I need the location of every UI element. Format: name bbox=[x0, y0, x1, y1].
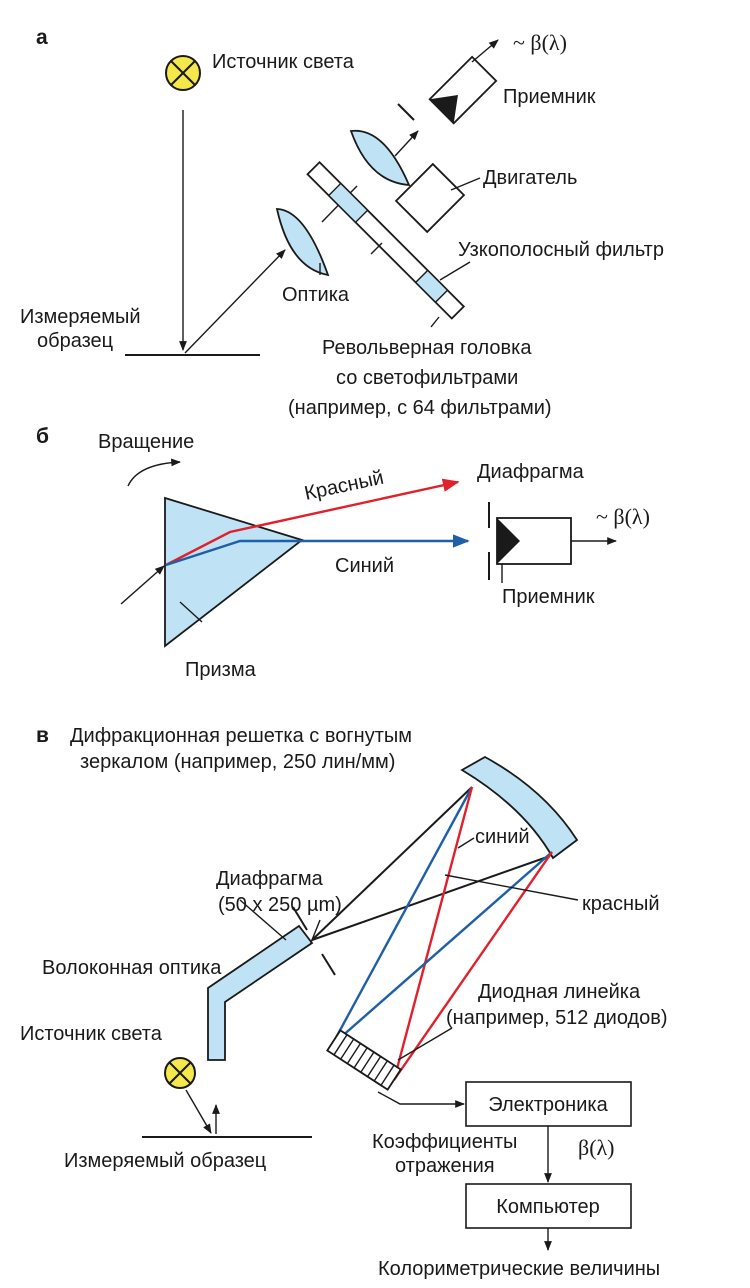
grating-label-1: Дифракционная решетка с вогнутым bbox=[70, 725, 412, 747]
red-beam-b bbox=[165, 478, 460, 567]
reflected-beam bbox=[184, 249, 286, 354]
electronics-box bbox=[465, 1081, 632, 1127]
detector-b-icon bbox=[497, 518, 520, 564]
red-label-b: Красный bbox=[302, 467, 385, 505]
blue-label-c: синий bbox=[475, 826, 530, 848]
blue-label-b: Синий bbox=[335, 555, 394, 577]
receiver-b-label: Приемник bbox=[502, 586, 595, 608]
beam-to-grating-2 bbox=[311, 855, 551, 941]
head-label-3: (например, с 64 фильтрами) bbox=[288, 397, 552, 419]
beam-to-grating-1 bbox=[311, 786, 473, 941]
sample-label-2: образец bbox=[37, 330, 113, 352]
grating-label-2: зеркалом (например, 250 лин/мм) bbox=[80, 751, 395, 773]
diaphragm-c-label-1: Диафрагма bbox=[216, 868, 324, 890]
panel-c: в Дифракционная решетка с вогнутым зерка… bbox=[20, 724, 668, 1280]
lens-1 bbox=[275, 208, 330, 277]
lamp-icon bbox=[165, 55, 201, 91]
panel-a-letter: а bbox=[36, 26, 48, 49]
diode-array bbox=[326, 1029, 402, 1091]
coef-label-1: Коэффициенты bbox=[372, 1131, 517, 1153]
concave-grating bbox=[460, 755, 579, 860]
motor-label: Двигатель bbox=[483, 167, 577, 189]
filter-label: Узкополосный фильтр bbox=[458, 239, 664, 261]
prism bbox=[164, 496, 304, 648]
array-to-electronics bbox=[377, 1091, 465, 1108]
panel-b: б Вращение Красный Синий Призма Диафрагм… bbox=[36, 425, 650, 681]
computer-label: Компьютер bbox=[496, 1196, 600, 1218]
sample-c-label: Измеряемый образец bbox=[64, 1150, 266, 1172]
motor bbox=[394, 162, 466, 234]
diaphragm-c-top bbox=[292, 906, 308, 931]
optics-label: Оптика bbox=[282, 284, 350, 306]
output-b-label: ~ β(λ) bbox=[596, 504, 650, 529]
panel-a: а Источник света Измеряемый образец Опти… bbox=[20, 26, 664, 419]
beta-label: β(λ) bbox=[578, 1135, 615, 1160]
input-beam-b bbox=[120, 565, 165, 605]
head-label-1: Револьверная головка bbox=[322, 337, 532, 359]
diaphragm-b-label: Диафрагма bbox=[477, 461, 585, 483]
red-beam-c-1 bbox=[392, 786, 474, 1081]
filter-wheel bbox=[306, 160, 466, 320]
colorimetric-label: Колориметрические величины bbox=[378, 1258, 660, 1280]
computer-box bbox=[465, 1183, 632, 1229]
electronics-label: Электроника bbox=[488, 1094, 608, 1116]
prism-label: Призма bbox=[185, 659, 257, 681]
panel-c-letter: в bbox=[36, 724, 49, 747]
panel-b-letter: б bbox=[36, 425, 49, 448]
blue-beam-c-2 bbox=[331, 851, 553, 1046]
diode-label-2: (например, 512 диодов) bbox=[446, 1007, 668, 1029]
diaphragm-c-bottom bbox=[321, 953, 336, 976]
blue-beam-b bbox=[165, 534, 470, 567]
receiver-a-label: Приемник bbox=[503, 86, 596, 108]
coef-label-2: отражения bbox=[395, 1155, 495, 1177]
red-label-c: красный bbox=[582, 893, 660, 915]
signal-arrow-a bbox=[471, 39, 499, 63]
light-source-label: Источник света bbox=[212, 51, 355, 73]
fiber-optic bbox=[207, 924, 314, 1061]
sample-label-1: Измеряемый bbox=[20, 306, 141, 328]
head-label-2: со светофильтрами bbox=[336, 367, 518, 389]
diode-label-1: Диодная линейка bbox=[478, 981, 641, 1003]
lens-2 bbox=[349, 129, 411, 187]
output-a-label: ~ β(λ) bbox=[513, 30, 567, 55]
lamp-c-icon bbox=[164, 1057, 196, 1089]
rotation-arrow bbox=[127, 458, 181, 487]
blue-beam-c-1 bbox=[330, 786, 474, 1046]
diaphragm-c-label-2: (50 x 250 µm) bbox=[218, 894, 342, 916]
receiver-a-slit bbox=[397, 103, 415, 121]
fiber-label: Волоконная оптика bbox=[42, 957, 222, 979]
rotation-label: Вращение bbox=[98, 431, 194, 453]
light-source-c-label: Источник света bbox=[20, 1023, 163, 1045]
incident-beam-c bbox=[185, 1089, 212, 1134]
receiver-a bbox=[428, 55, 498, 125]
